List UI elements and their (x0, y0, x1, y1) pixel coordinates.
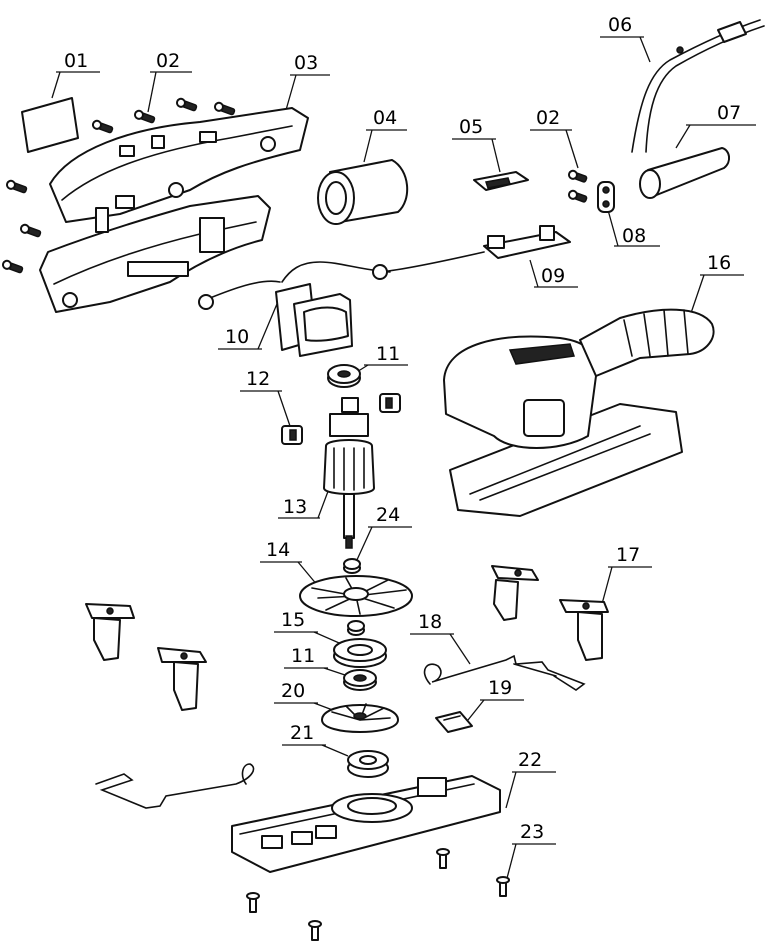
label-07: 07 (717, 102, 741, 124)
callout-05: 05 (452, 116, 501, 173)
callout-24: 24 (355, 504, 412, 563)
callout-06: 06 (600, 14, 651, 63)
callout-11-bottom: 11 (284, 645, 349, 677)
part-motor-cover (317, 159, 409, 225)
label-22: 22 (518, 749, 542, 771)
label-08: 08 (622, 225, 646, 247)
callout-23: 23 (505, 821, 556, 883)
part-spacer-ring (343, 558, 361, 574)
callout-19: 19 (467, 677, 524, 721)
label-11-top: 11 (376, 343, 400, 365)
label-24: 24 (376, 504, 400, 526)
part-label-plate (21, 97, 79, 153)
part-counterweight (321, 703, 399, 733)
callout-02-right: 02 (530, 107, 579, 169)
callout-12: 12 (240, 368, 291, 427)
part-cord-clamp (597, 181, 615, 213)
part-field-coil (275, 283, 353, 357)
part-bearing-bottom (343, 669, 377, 691)
callout-09: 09 (529, 259, 578, 288)
label-01: 01 (64, 50, 88, 72)
part-switch-wiring (198, 225, 571, 310)
label-16: 16 (707, 252, 731, 274)
label-19: 19 (488, 677, 512, 699)
part-block (435, 711, 473, 733)
callout-17: 17 (601, 544, 652, 605)
label-02-left: 02 (156, 50, 180, 72)
callout-08: 08 (607, 209, 660, 247)
label-18: 18 (418, 611, 442, 633)
part-base-plate (231, 775, 501, 873)
part-housing (39, 107, 309, 313)
part-screws-left (1, 97, 236, 274)
callout-10: 10 (218, 291, 283, 350)
label-17: 17 (616, 544, 640, 566)
part-clamp-wire-left (95, 763, 255, 809)
label-05: 05 (459, 116, 483, 138)
part-carbon-brushes (281, 393, 401, 445)
callout-18: 18 (410, 611, 471, 665)
part-screws-right (567, 169, 588, 203)
part-switch-clip (473, 171, 529, 191)
part-feet-right (491, 565, 609, 661)
label-10: 10 (225, 326, 249, 348)
part-bearing-top (327, 364, 361, 388)
callout-03: 03 (285, 52, 330, 111)
label-06: 06 (608, 14, 632, 36)
callout-21: 21 (282, 722, 349, 757)
part-fan (299, 575, 413, 617)
callout-20: 20 (274, 680, 339, 713)
callout-22: 22 (505, 749, 556, 809)
label-14: 14 (266, 539, 290, 561)
label-20: 20 (281, 680, 305, 702)
part-bearing-holder (333, 638, 387, 668)
label-23: 23 (520, 821, 544, 843)
part-washer (347, 620, 365, 636)
part-clamp-wire-right (423, 654, 586, 691)
callout-01: 01 (51, 50, 100, 99)
callout-14: 14 (260, 539, 319, 587)
callout-13: 13 (278, 485, 331, 519)
callout-07: 07 (675, 102, 756, 149)
part-bearing-base (347, 750, 389, 778)
part-assembled-sander (443, 308, 715, 517)
part-feet-left (85, 603, 207, 711)
callout-02-left: 02 (147, 50, 192, 113)
label-11-bottom: 11 (291, 645, 315, 667)
label-13: 13 (283, 496, 307, 518)
callout-04: 04 (363, 107, 407, 163)
part-armature (323, 397, 375, 549)
callout-16: 16 (689, 252, 744, 317)
label-02-right: 02 (536, 107, 560, 129)
label-04: 04 (373, 107, 397, 129)
part-cord-guard (639, 147, 730, 199)
callout-11-top: 11 (351, 343, 408, 376)
label-03: 03 (294, 52, 318, 74)
label-21: 21 (290, 722, 314, 744)
label-15: 15 (281, 609, 305, 631)
part-power-cord (631, 19, 765, 153)
label-12: 12 (246, 368, 270, 390)
part-base-screws (246, 848, 510, 941)
label-09: 09 (541, 265, 565, 287)
